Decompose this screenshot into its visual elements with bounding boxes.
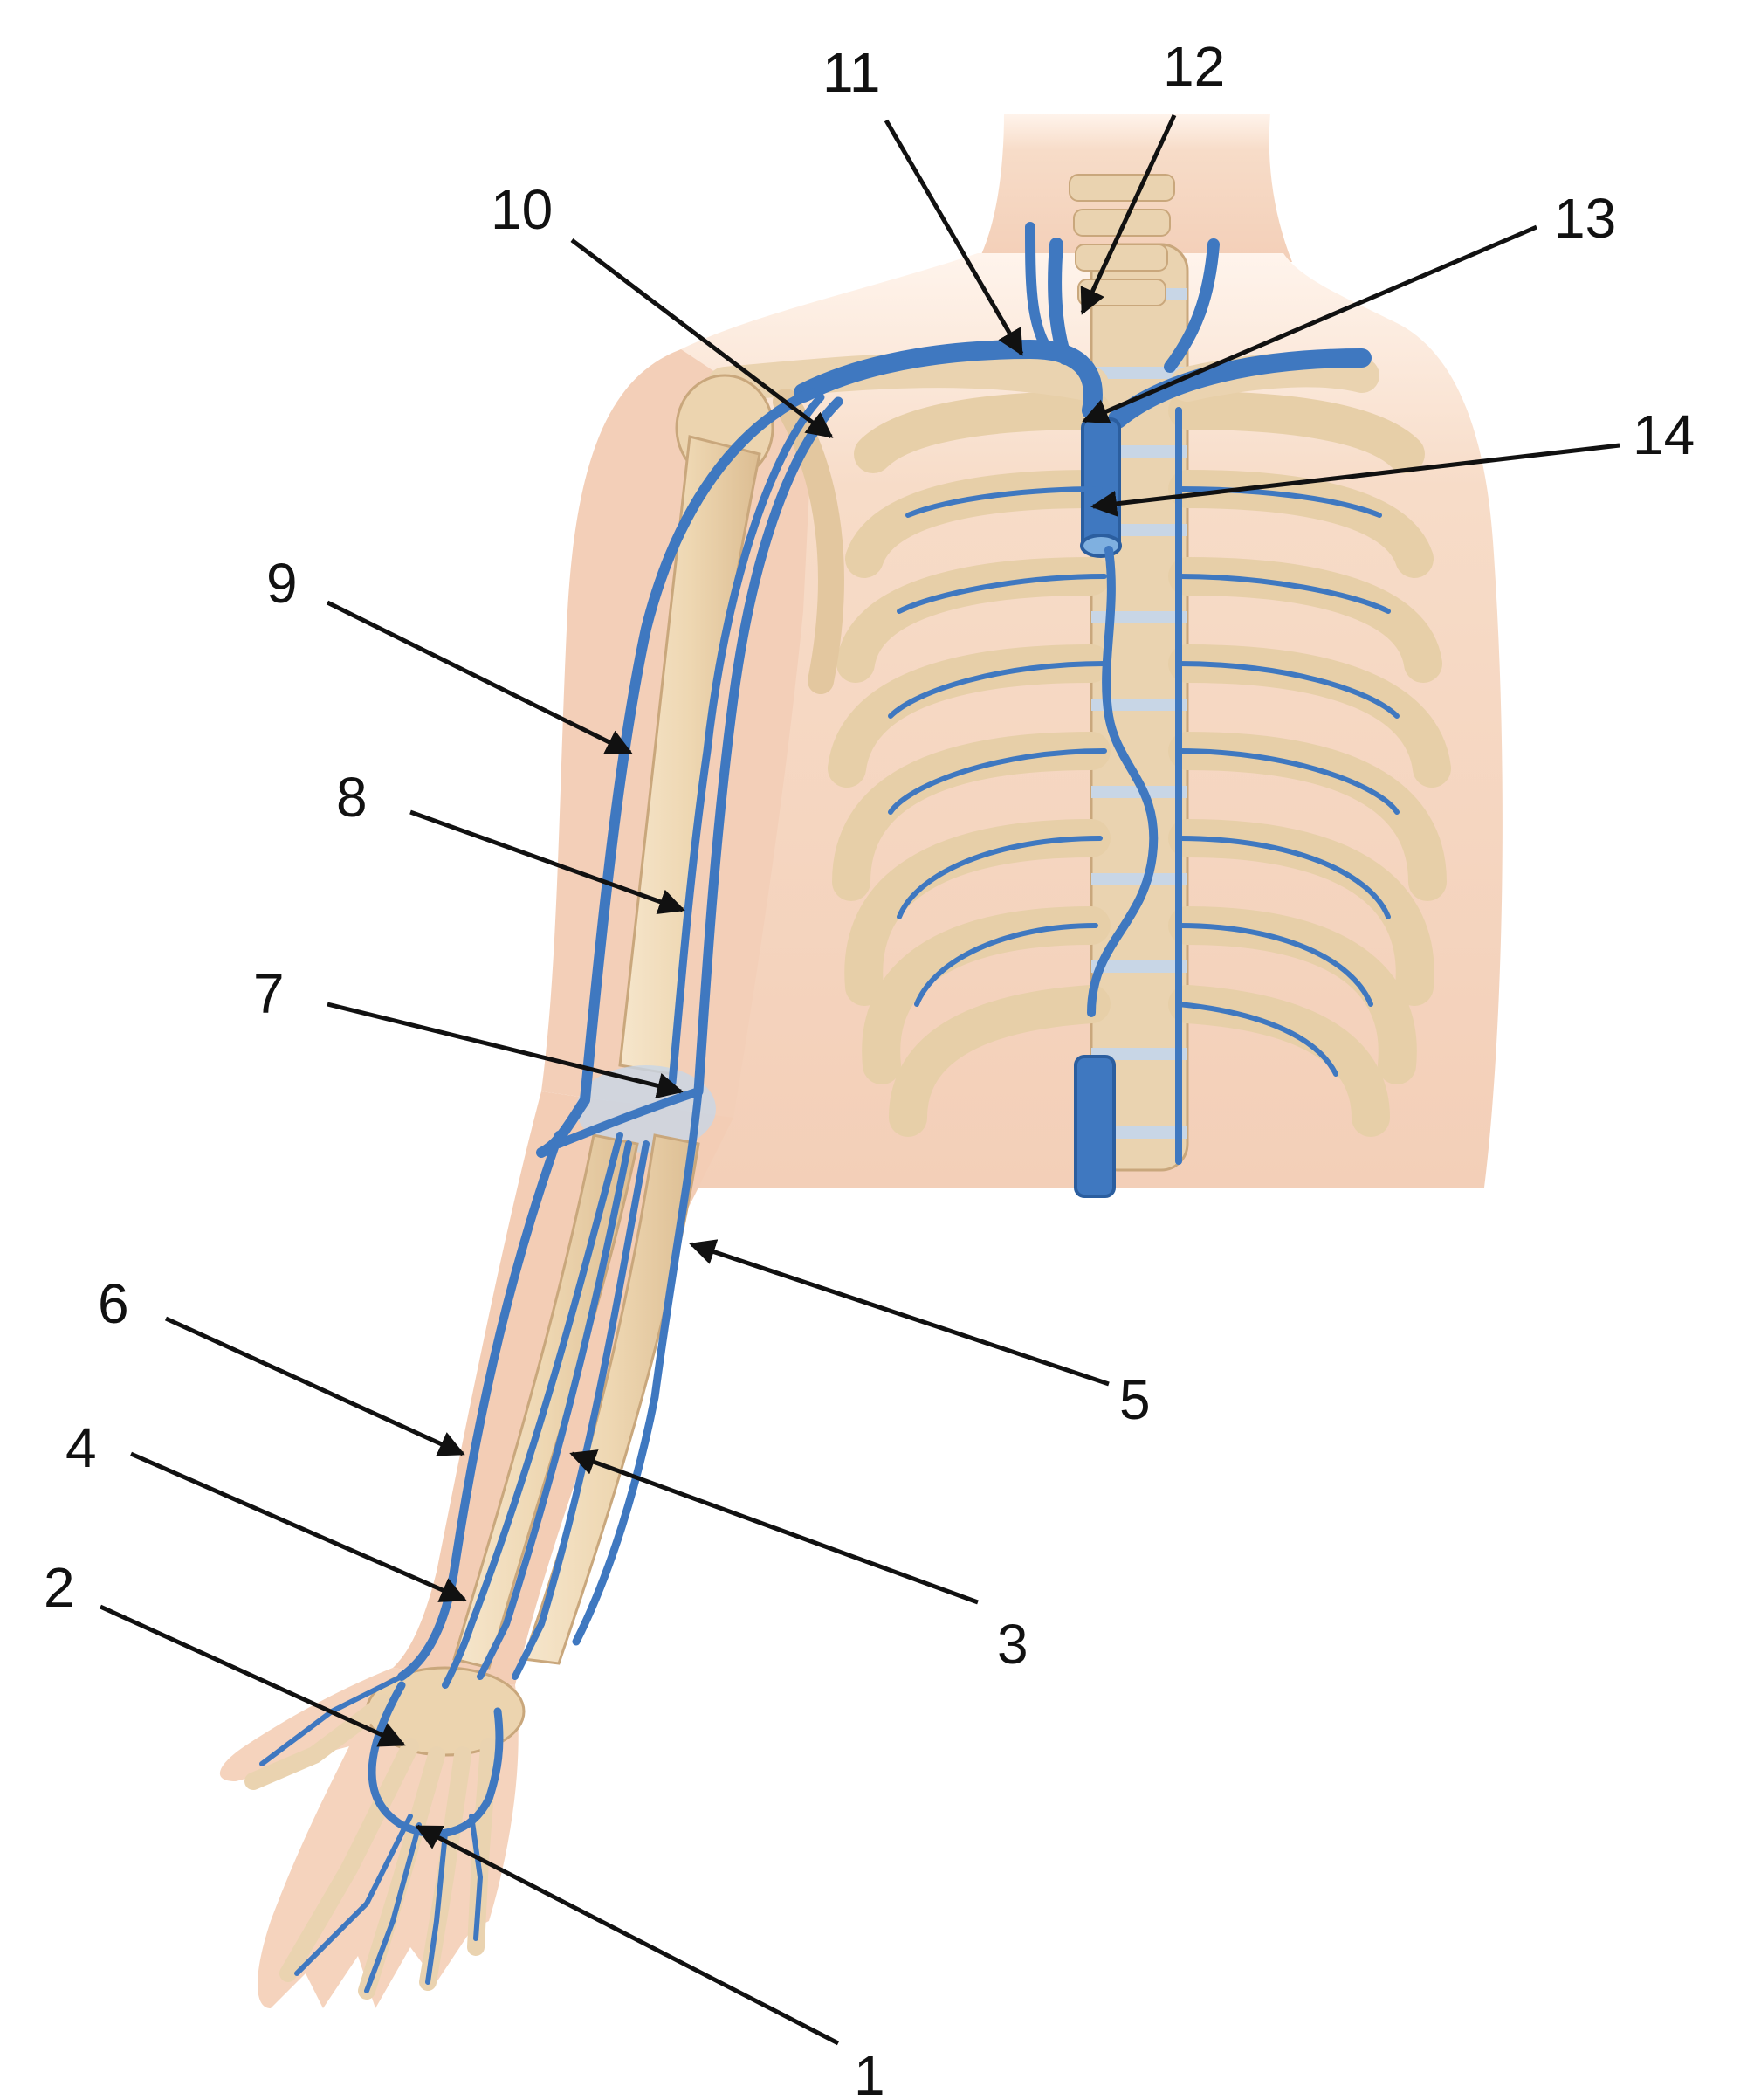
radial-vein [442,1132,623,1689]
callout-8: 8 [336,766,368,829]
basilic-vein-forearm [572,1087,703,1646]
leader-10 [570,238,834,438]
leader-4 [129,1451,467,1602]
azygos-vein [1087,546,1159,1017]
basilic-vein [693,396,843,1097]
leader-5 [689,1239,1110,1387]
leader-lines [99,114,1620,2046]
right-subclavian-vein [1108,348,1372,429]
brachial-vein [668,393,825,1087]
callout-1: 1 [854,2044,885,2100]
cephalic-vein-forearm [397,1131,563,1681]
digital-veins [259,1674,483,1993]
callout-4: 4 [65,1416,97,1479]
leader-13 [1082,224,1537,424]
external-jugular-vein [1025,222,1053,355]
leader-1 [415,1824,840,2046]
callout-2: 2 [44,1556,75,1619]
leader-6 [164,1316,465,1456]
callout-13: 13 [1554,187,1616,250]
leader-12 [1080,114,1177,315]
callout-7: 7 [253,962,285,1025]
callout-10: 10 [491,178,553,241]
callout-12: 12 [1163,35,1225,98]
leader-7 [327,1002,684,1099]
jugular-right [1164,238,1220,373]
callout-5: 5 [1119,1368,1151,1431]
median-antebrachial-vein [477,1140,632,1680]
superior-vena-cava [1081,417,1121,552]
leader-11 [884,119,1024,356]
clavicle-left [707,353,1109,402]
inferior-vena-cava [1074,1055,1116,1198]
leader-8 [409,809,685,914]
callout-14: 14 [1633,403,1695,466]
callout-9: 9 [266,552,298,615]
ulnar-vein [512,1140,650,1680]
leader-3 [569,1449,979,1605]
intercostal-veins [888,486,1400,1077]
leader-2 [99,1604,406,1747]
leader-14 [1090,443,1620,517]
callout-numbers: 1 2 3 4 5 6 7 8 9 10 11 12 13 14 [44,35,1695,2100]
leader-9 [326,600,633,755]
callout-3: 3 [997,1613,1028,1676]
vena-cava-opening [1080,534,1122,558]
callout-11: 11 [822,41,880,104]
callout-6: 6 [98,1272,129,1335]
internal-jugular-vein [1048,238,1072,365]
scapula [773,389,844,694]
